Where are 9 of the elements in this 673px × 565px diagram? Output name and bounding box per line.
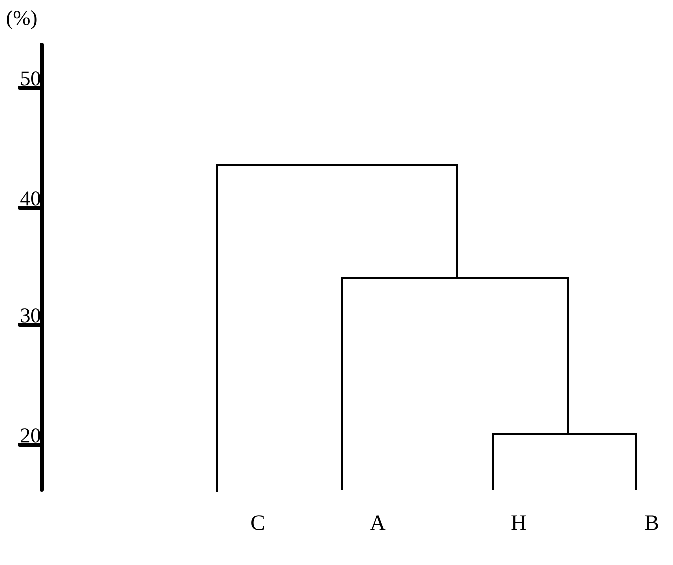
tick-label: 30: [21, 308, 40, 323]
leaf-label: B: [645, 516, 658, 530]
leaf-label: H: [512, 516, 526, 530]
tick-label: 40: [20, 192, 40, 206]
leaf-label: A: [370, 516, 386, 530]
tick-label: 50: [21, 72, 40, 86]
axis-unit: (%): [7, 10, 37, 30]
tick-label: 20: [21, 428, 40, 443]
leaf-label: C: [252, 516, 264, 530]
